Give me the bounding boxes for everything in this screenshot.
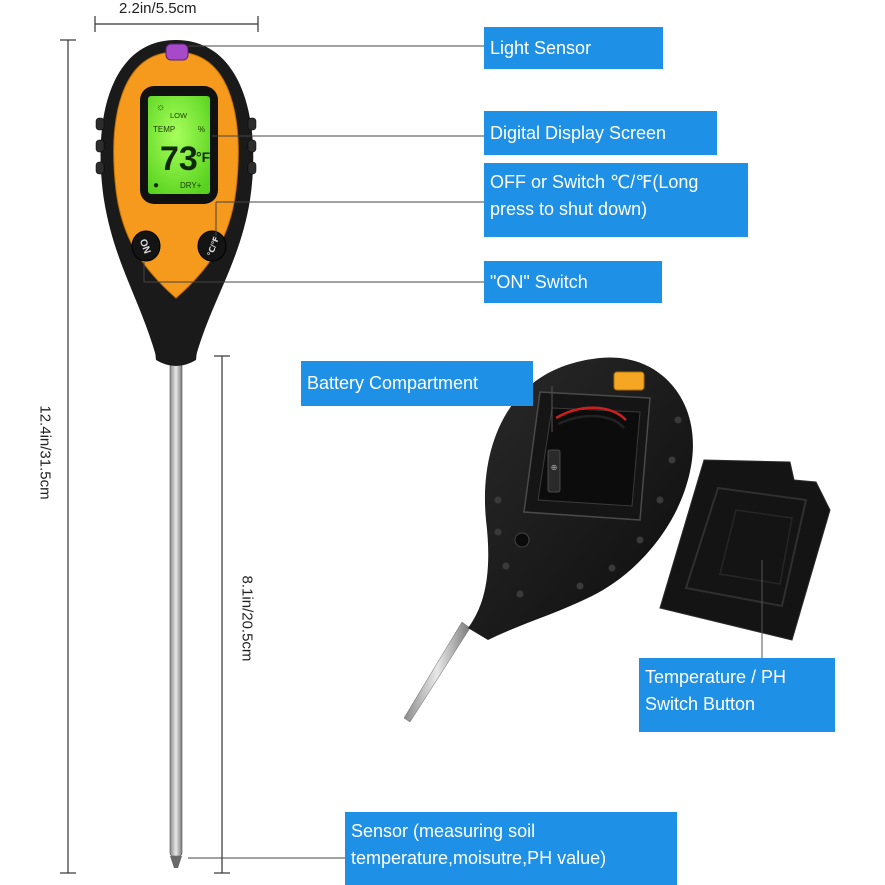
lcd-sun-icon: ☼: [156, 102, 165, 113]
dimension-height-line: [60, 39, 76, 874]
callout-display-screen: Digital Display Screen: [484, 111, 717, 155]
callout-light-sensor: Light Sensor: [484, 27, 663, 69]
lcd-low-label: LOW: [170, 111, 188, 120]
lcd-reading: 73: [160, 140, 198, 178]
lcd-mode-label: TEMP: [153, 125, 175, 134]
callout-light-sensor-text: Light Sensor: [490, 37, 592, 58]
callout-temp-ph-line1: Temperature / PH: [645, 667, 787, 687]
probe-rod: [169, 359, 183, 857]
callout-off-switch-line2: press to shut down): [490, 199, 648, 219]
callout-sensor: Sensor (measuring soil temperature,moisu…: [345, 812, 677, 885]
back-leader-lines: [551, 386, 763, 658]
callout-temp-ph: Temperature / PH Switch Button: [639, 658, 835, 732]
callout-sensor-line2: temperature,moisutre,PH value): [351, 848, 607, 868]
soil-meter-front: ☼ LOW TEMP % 73 °F ● DRY+ ON ℃/℉: [95, 40, 257, 868]
callout-temp-ph-line2: Switch Button: [645, 694, 756, 714]
dimension-width-line: [94, 16, 259, 32]
unit-switch-button[interactable]: ℃/℉: [197, 230, 227, 262]
lcd-drop-icon: ●: [153, 180, 159, 191]
lcd-dry-label: DRY+: [180, 181, 202, 190]
callout-on-switch-text: "ON" Switch: [490, 271, 588, 292]
callout-battery: Battery Compartment: [301, 361, 533, 406]
soil-meter-back: ⊕: [403, 357, 693, 723]
callout-off-switch: OFF or Switch ℃/℉(Long press to shut dow…: [484, 163, 748, 237]
probe-tip: [170, 856, 182, 868]
battery-latch: [613, 371, 645, 391]
back-probe-rod: [403, 621, 471, 723]
callout-sensor-line1: Sensor (measuring soil: [351, 821, 536, 841]
dimension-probe-line: [214, 355, 230, 874]
callout-display-screen-text: Digital Display Screen: [490, 122, 667, 143]
probe-dimension-label: 8.1in/20.5cm: [238, 575, 256, 662]
callout-battery-text: Battery Compartment: [307, 373, 479, 393]
width-dimension-label: 2.2in/5.5cm: [119, 0, 197, 17]
svg-text:⊕: ⊕: [551, 463, 558, 472]
lcd-screen: [148, 96, 210, 194]
front-leader-lines: [143, 45, 484, 859]
lcd-unit: °F: [196, 149, 211, 165]
light-sensor-window: [165, 43, 189, 61]
battery-cover: [659, 459, 831, 641]
on-button[interactable]: ON: [131, 230, 161, 262]
callout-on-switch: "ON" Switch: [484, 261, 662, 303]
lcd-percent-label: %: [198, 125, 205, 134]
svg-text:ON: ON: [137, 238, 152, 256]
callout-off-switch-line1: OFF or Switch ℃/℉(Long: [490, 172, 699, 192]
height-dimension-label: 12.4in/31.5cm: [36, 405, 54, 500]
